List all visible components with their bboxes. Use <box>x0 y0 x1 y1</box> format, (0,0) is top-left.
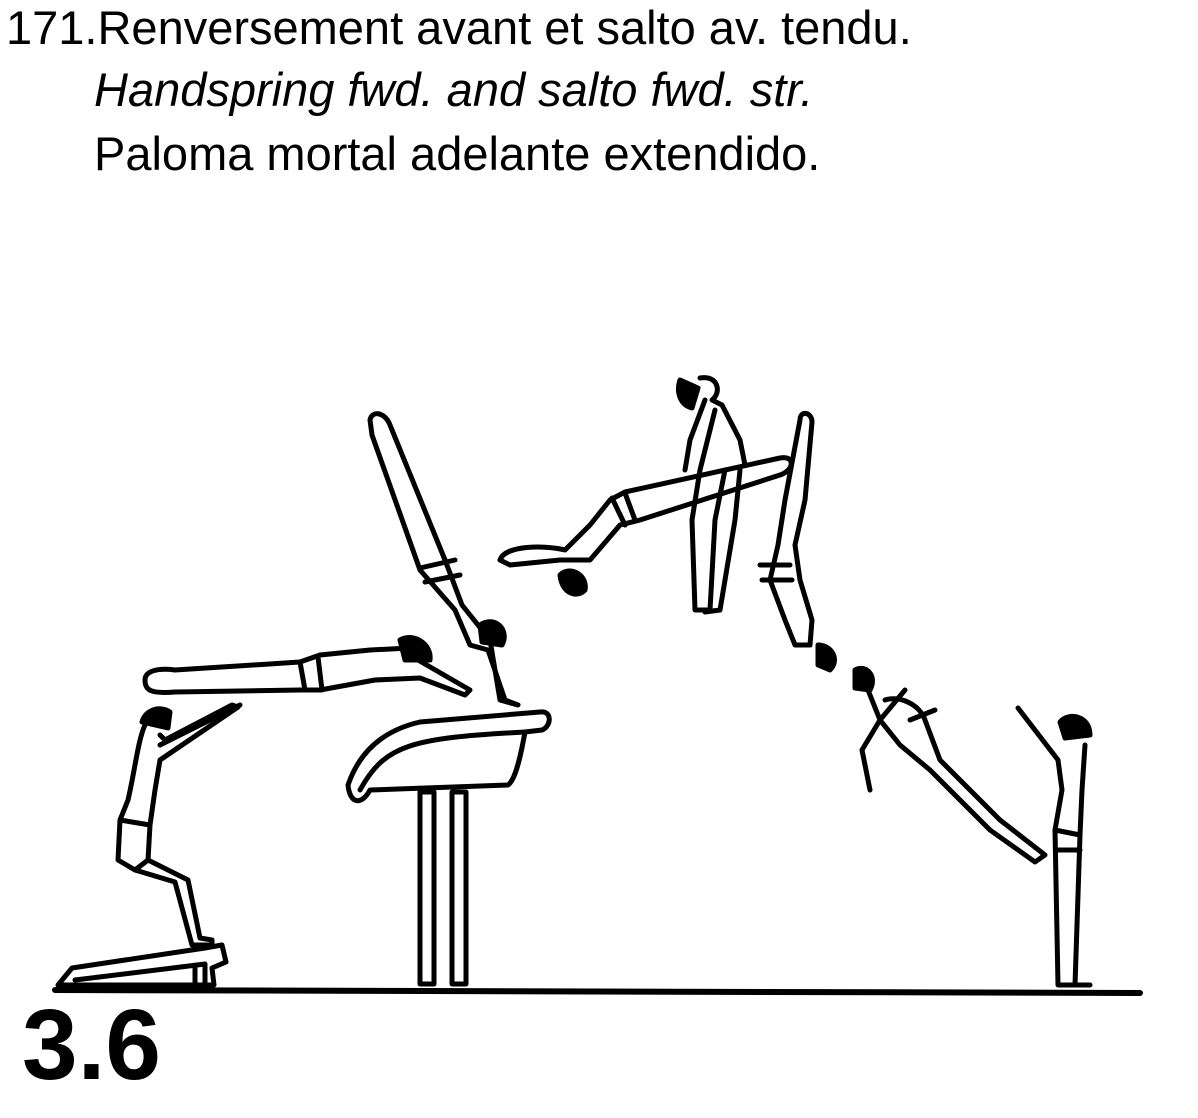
gymnast-prelanding <box>855 668 1045 862</box>
floor-line <box>55 990 1140 993</box>
gymnast-salto-descent <box>760 413 834 670</box>
vaulting-table <box>348 712 549 984</box>
gymnast-handstand <box>370 414 518 705</box>
gymnast-takeoff <box>118 705 240 945</box>
gymnast-push-off <box>500 458 791 595</box>
gymnast-landing <box>1018 708 1090 985</box>
springboard <box>58 945 226 985</box>
difficulty-value: 3.6 <box>22 990 161 1100</box>
gymnast-preflight <box>145 638 470 695</box>
